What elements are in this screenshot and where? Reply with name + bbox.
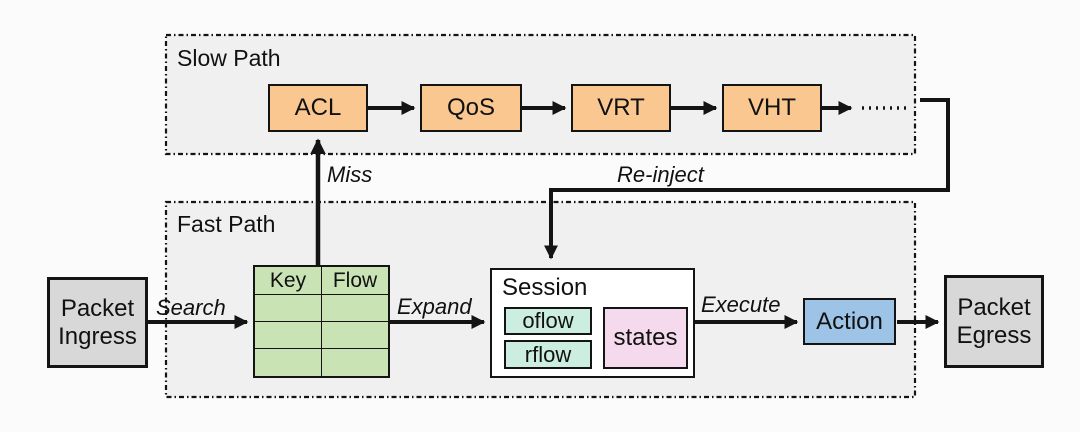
node-vrt-label: VRT bbox=[597, 94, 645, 122]
oflow-box: oflow bbox=[504, 307, 592, 335]
node-action: Action bbox=[803, 298, 896, 345]
reinject-label: Re-inject bbox=[617, 162, 704, 187]
node-acl: ACL bbox=[268, 84, 368, 132]
packet-egress-label: Packet Egress bbox=[956, 293, 1032, 349]
session-title: Session bbox=[502, 274, 588, 301]
node-vrt: VRT bbox=[571, 84, 671, 132]
flow-table-empty-cell bbox=[322, 295, 388, 322]
node-qos: QoS bbox=[420, 84, 522, 132]
flow-table-header-key: Key bbox=[255, 267, 322, 295]
node-qos-label: QoS bbox=[446, 94, 496, 122]
slow-path-label: Slow Path bbox=[177, 45, 281, 71]
action-label: Action bbox=[816, 307, 883, 335]
node-vht-label: VHT bbox=[748, 94, 796, 122]
oflow-label: oflow bbox=[522, 308, 574, 333]
arrow-reinject bbox=[544, 98, 950, 260]
node-acl-label: ACL bbox=[294, 94, 342, 122]
miss-label: Miss bbox=[327, 162, 373, 187]
flow-table-empty-cell bbox=[255, 322, 322, 349]
flow-table-empty-cell bbox=[255, 295, 322, 322]
session-box: Session oflow rflow states bbox=[490, 268, 695, 378]
flow-table-header-flow: Flow bbox=[322, 267, 388, 295]
node-vht: VHT bbox=[722, 84, 822, 132]
rflow-label: rflow bbox=[524, 341, 572, 367]
flow-table-empty-cell bbox=[322, 349, 388, 376]
node-packet-ingress: Packet Ingress bbox=[47, 277, 148, 368]
states-label: states bbox=[613, 324, 678, 351]
expand-label: Expand bbox=[397, 294, 472, 319]
rflow-box: rflow bbox=[504, 340, 592, 369]
node-packet-egress: Packet Egress bbox=[944, 275, 1044, 368]
execute-label: Execute bbox=[701, 292, 781, 317]
flow-table-empty-cell bbox=[255, 349, 322, 376]
states-box: states bbox=[603, 307, 688, 369]
packet-ingress-label: Packet Ingress bbox=[58, 294, 137, 350]
flow-table-empty-cell bbox=[322, 322, 388, 349]
fast-path-label: Fast Path bbox=[177, 211, 276, 237]
flow-table: Key Flow bbox=[253, 265, 390, 378]
search-label: Search bbox=[156, 295, 226, 320]
